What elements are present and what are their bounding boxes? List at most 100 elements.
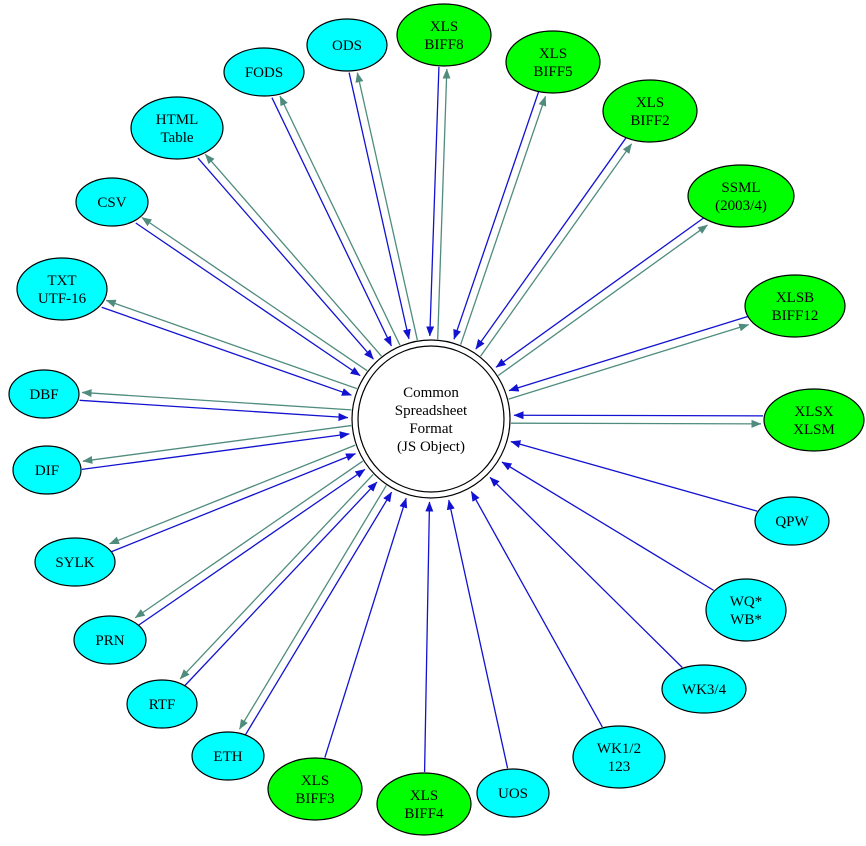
format-node-wq-wb: WQ*WB* (705, 578, 787, 642)
ods-label: ODS (332, 38, 362, 54)
xlsb-biff12-export-arrow (508, 323, 750, 400)
txt-utf-16-import-arrow (101, 306, 352, 396)
dbf-ellipse (8, 369, 80, 419)
format-node-eth: ETH (191, 731, 265, 781)
prn-label: PRN (95, 633, 124, 649)
xlsb-biff12-import-arrow (508, 315, 749, 392)
rtf-import-arrow (184, 481, 378, 687)
dbf-import-arrow (79, 399, 349, 422)
sylk-export-arrow (109, 444, 356, 545)
ods-export-arrow (355, 72, 419, 341)
xls-biff3-ellipse (267, 757, 363, 821)
fods-export-arrow (279, 95, 401, 346)
xls-biff2-ellipse (602, 79, 698, 143)
center-inner-circle (357, 345, 505, 493)
html-table-import-arrow (197, 157, 374, 360)
eth-export-arrow (238, 485, 387, 730)
format-node-rtf: RTF (126, 679, 198, 729)
html-table-export-arrow (204, 153, 382, 357)
format-node-csv: CSV (75, 177, 149, 227)
xls-biff8-import-arrow (426, 66, 440, 337)
prn-export-arrow (134, 460, 364, 619)
edges (79, 66, 764, 773)
txt-utf-16-export-arrow (105, 299, 358, 390)
qpw-label: QPW (775, 514, 809, 530)
eth-import-arrow (244, 491, 393, 736)
eth-ellipse (191, 731, 265, 781)
sylk-label: SYLK (55, 555, 94, 571)
qpw-import-arrow (510, 440, 758, 512)
format-node-uos: UOS (476, 768, 550, 818)
csv-import-arrow (135, 222, 361, 377)
dif-import-arrow (81, 431, 350, 471)
prn-import-arrow (137, 468, 366, 627)
uos-import-arrow (446, 499, 509, 769)
wk3-4-label: WK3/4 (682, 682, 727, 698)
xlsx-xlsm-ellipse (763, 388, 865, 452)
xls-biff8-ellipse (396, 3, 492, 67)
xls-biff4-import-arrow (423, 501, 434, 773)
wk3-4-import-arrow (489, 476, 683, 668)
rtf-ellipse (126, 679, 198, 729)
prn-ellipse (73, 615, 147, 665)
dbf-export-arrow (81, 389, 352, 411)
ssml-2003-4-label: SSML(2003/4) (715, 180, 767, 214)
wq-wb-label: WQ*WB* (730, 594, 763, 628)
dif-label: DIF (35, 463, 59, 479)
html-table-ellipse (130, 96, 224, 160)
wk1-2-123-ellipse (572, 725, 666, 789)
fods-label: FODS (245, 65, 283, 81)
format-node-prn: PRN (73, 615, 147, 665)
txt-utf-16-ellipse (16, 257, 108, 321)
xls-biff5-ellipse (505, 30, 601, 94)
xls-biff2-import-arrow (475, 137, 627, 350)
format-node-dif: DIF (12, 445, 82, 495)
format-node-fods: FODS (223, 47, 305, 97)
ods-ellipse (306, 18, 388, 72)
wq-wb-import-arrow (501, 461, 714, 591)
xls-biff8-export-arrow (437, 68, 451, 340)
wk1-2-123-import-arrow (470, 491, 603, 728)
dbf-label: DBF (29, 387, 58, 403)
wk3-4-ellipse (661, 664, 747, 714)
format-node-ods: ODS (306, 18, 388, 72)
rtf-export-arrow (179, 473, 374, 680)
sylk-import-arrow (110, 453, 356, 553)
xls-biff5-import-arrow (453, 91, 540, 340)
ssml-2003-4-export-arrow (497, 224, 708, 377)
fods-import-arrow (271, 97, 392, 347)
dif-export-arrow (82, 424, 352, 464)
csv-label: CSV (97, 195, 126, 211)
xls-biff3-import-arrow (324, 497, 408, 758)
uos-ellipse (476, 768, 550, 818)
xls-biff5-export-arrow (460, 95, 547, 345)
format-node-ssml-2003-4: SSML(2003/4) (687, 164, 795, 228)
xlsx-xlsm-import-arrow (513, 411, 764, 420)
qpw-ellipse (754, 496, 830, 546)
xlsb-biff12-ellipse (744, 274, 846, 338)
xls-biff4-ellipse (376, 772, 472, 836)
xlsx-xlsm-export-arrow (510, 419, 762, 428)
fods-ellipse (223, 47, 305, 97)
